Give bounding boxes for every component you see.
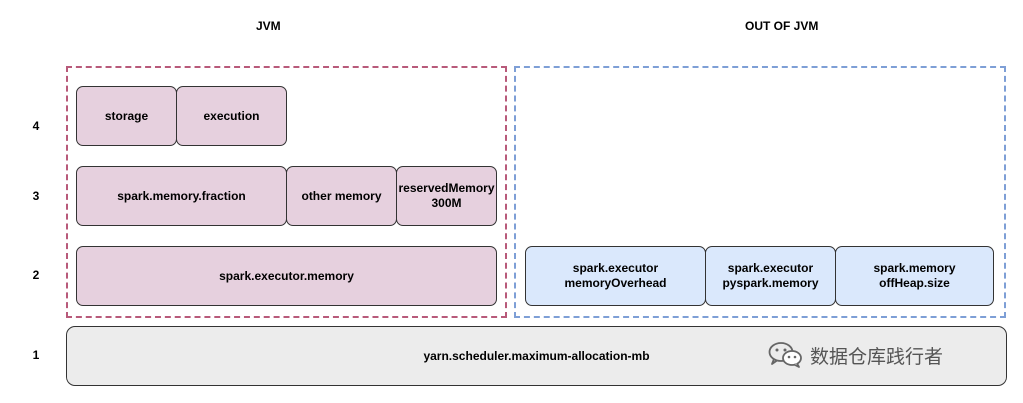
execution-box: execution: [176, 86, 287, 146]
level-label-3: 3: [32, 189, 40, 203]
pyspark-memory-box: spark.executor pyspark.memory: [705, 246, 836, 306]
executor-memory-box: spark.executor.memory: [76, 246, 497, 306]
watermark-text: 数据仓库践行者: [810, 345, 944, 368]
yarn-allocation-label: yarn.scheduler.maximum-allocation-mb: [423, 348, 650, 363]
offheap-size-box: spark.memory offHeap.size: [835, 246, 994, 306]
offheap-size-line2: offHeap.size: [879, 276, 950, 290]
offheap-size-line1: spark.memory: [873, 261, 956, 275]
level-label-2: 2: [32, 268, 40, 282]
jvm-header: JVM: [256, 19, 281, 33]
memory-fraction-box: spark.memory.fraction: [76, 166, 287, 226]
out-of-jvm-header: OUT OF JVM: [745, 19, 819, 33]
other-memory-label: other memory: [301, 188, 382, 203]
reserved-memory-label: reservedMemory: [398, 181, 495, 195]
executor-memory-label: spark.executor.memory: [219, 268, 354, 283]
other-memory-box: other memory: [286, 166, 397, 226]
pyspark-memory-line1: spark.executor: [727, 261, 814, 275]
execution-label: execution: [203, 108, 260, 123]
wechat-icon: [768, 342, 802, 368]
wechat-watermark: 数据仓库践行者: [766, 338, 943, 372]
storage-label: storage: [104, 108, 149, 123]
reserved-memory-size: 300M: [431, 196, 462, 210]
pyspark-memory-line2: pyspark.memory: [722, 276, 819, 290]
jvm-region: [66, 66, 507, 318]
memory-overhead-line2: memoryOverhead: [564, 276, 667, 290]
level-label-4: 4: [32, 119, 40, 133]
out-of-jvm-region: [514, 66, 1006, 318]
reserved-memory-box: reservedMemory 300M: [396, 166, 497, 226]
memory-fraction-label: spark.memory.fraction: [117, 188, 246, 203]
memory-overhead-box: spark.executor memoryOverhead: [525, 246, 706, 306]
storage-box: storage: [76, 86, 177, 146]
memory-overhead-line1: spark.executor: [572, 261, 659, 275]
level-label-1: 1: [32, 348, 40, 362]
yarn-allocation-box: yarn.scheduler.maximum-allocation-mb: [66, 326, 1007, 386]
